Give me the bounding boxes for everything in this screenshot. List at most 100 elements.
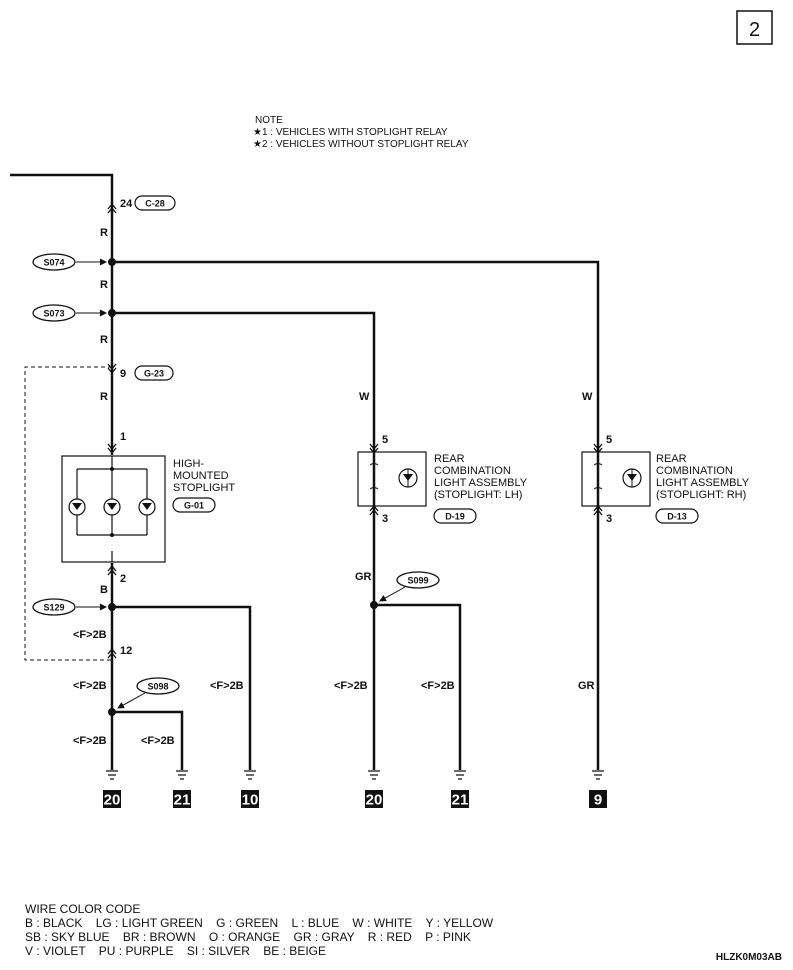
ground-2: 10: [241, 770, 259, 809]
rcl-lh-code: D-19: [445, 512, 465, 522]
note-line-1: ★1 : VEHICLES WITH STOPLIGHT RELAY: [253, 127, 448, 138]
optional-wire-dashed: [24, 366, 112, 661]
d13-pin-out: 3: [606, 513, 612, 525]
ground-0: 20: [103, 770, 121, 809]
wcc-row-1: B : BLACK LG : LIGHT GREEN G : GREEN L :…: [25, 916, 494, 930]
splice-dots: [108, 258, 378, 716]
g01-pin-out: 2: [120, 573, 126, 585]
page-number: 2: [749, 19, 760, 41]
wire-label-gr-rh: GR: [578, 680, 595, 692]
rear-combination-light-rh: REAR COMBINATION LIGHT ASSEMBLY (STOPLIG…: [581, 451, 750, 524]
wcc-row-2: SB : SKY BLUE BR : BROWN O : ORANGE GR :…: [25, 930, 471, 944]
ground-4: 21: [451, 770, 469, 809]
c28-pin: 24: [120, 198, 133, 210]
connector-g23-badge: G-23: [134, 365, 174, 381]
wire-color-labels: R R R R B W W GR GR <F>2B <F>2B <F>2B <F…: [73, 227, 595, 747]
ground-symbol-icon: [244, 770, 256, 780]
wire-label-f2b-6: <F>2B: [334, 680, 368, 692]
wire-label-f2b-5: <F>2B: [210, 680, 244, 692]
rcl-rh-label-1: REAR: [656, 453, 687, 465]
rcl-rh-label-2: COMBINATION: [656, 465, 733, 477]
wire-s098-g21: [112, 710, 184, 770]
hms-label-1: HIGH-: [173, 458, 205, 470]
ground-number: 10: [242, 792, 259, 809]
wires: [10, 173, 600, 770]
connector-chevrons: [107, 202, 603, 659]
note-title: NOTE: [255, 115, 283, 126]
wire-label-r-4: R: [100, 391, 108, 403]
ground-symbol-icon: [592, 770, 604, 780]
rcl-rh-label-3: LIGHT ASSEMBLY: [656, 477, 750, 489]
ground-number: 21: [174, 792, 191, 809]
d19-pin-in: 5: [382, 434, 388, 446]
wcc-title: WIRE COLOR CODE: [25, 902, 140, 916]
ground-5: 9: [589, 770, 607, 809]
ground-number: 9: [594, 792, 602, 809]
rcl-rh-code: D-13: [667, 512, 687, 522]
wire-s073-lh: [112, 311, 376, 455]
wire-label-r-3: R: [100, 334, 108, 346]
note-line-2: ★2 : VEHICLES WITHOUT STOPLIGHT RELAY: [253, 139, 469, 150]
g23-pin: 9: [120, 368, 126, 380]
note: NOTE ★1 : VEHICLES WITH STOPLIGHT RELAY …: [253, 115, 469, 150]
connector-c28-badge: C-28: [134, 195, 176, 211]
svg-text:S129: S129: [43, 603, 64, 613]
wire-label-f2b-4: <F>2B: [141, 735, 175, 747]
d19-pin-out: 3: [382, 513, 388, 525]
wire-color-code: WIRE COLOR CODE B : BLACK LG : LIGHT GRE…: [25, 902, 494, 958]
hms-code: G-01: [184, 501, 204, 511]
rcl-lh-label-1: REAR: [434, 453, 465, 465]
ground-number: 20: [104, 792, 121, 809]
rcl-rh-label-4: (STOPLIGHT: RH): [656, 489, 746, 501]
wire-label-f2b-7: <F>2B: [421, 680, 455, 692]
svg-text:S074: S074: [43, 258, 64, 268]
svg-text:S098: S098: [147, 682, 168, 692]
d13-pin-in: 5: [606, 434, 612, 446]
wire-s099-g21: [374, 603, 462, 770]
svg-text:C-28: C-28: [145, 199, 165, 209]
ground-3: 20: [365, 770, 383, 809]
hms-label-2: MOUNTED: [173, 470, 229, 482]
splice-s129: S129: [32, 598, 107, 616]
wire-label-b: B: [100, 584, 108, 596]
ground-number: 21: [452, 792, 469, 809]
rcl-lh-label-4: (STOPLIGHT: LH): [434, 489, 522, 501]
svg-text:S099: S099: [407, 576, 428, 586]
wire-s074-rh: [112, 260, 600, 455]
high-mounted-stoplight: HIGH- MOUNTED STOPLIGHT G-01: [61, 455, 235, 563]
wire-label-f2b-2: <F>2B: [73, 680, 107, 692]
ground-symbol-icon: [368, 770, 380, 780]
diagram-id: HLZK0M03AB: [716, 952, 782, 963]
wire-label-f2b-3: <F>2B: [73, 735, 107, 747]
wire-label-r-2: R: [100, 279, 108, 291]
ground-number: 20: [366, 792, 383, 809]
wcc-row-3: V : VIOLET PU : PURPLE SI : SILVER BE : …: [25, 944, 326, 958]
rcl-lh-label-2: COMBINATION: [434, 465, 511, 477]
splice-s098: S098: [117, 677, 180, 709]
splice-s074: S074: [32, 253, 107, 271]
ground-symbol-icon: [106, 770, 118, 780]
ground-symbol-icon: [454, 770, 466, 780]
hms-label-3: STOPLIGHT: [173, 482, 235, 494]
svg-text:G-23: G-23: [144, 369, 164, 379]
wire-s129-g10: [112, 605, 252, 770]
svg-text:S073: S073: [43, 309, 64, 319]
wire-label-w-rh: W: [582, 391, 593, 403]
rcl-lh-label-3: LIGHT ASSEMBLY: [434, 477, 528, 489]
wire-label-w-lh: W: [359, 391, 370, 403]
ground-1: 21: [173, 770, 191, 809]
splice-s073: S073: [32, 304, 107, 322]
wire-label-gr-lh: GR: [355, 571, 372, 583]
ground-symbol-icon: [176, 770, 188, 780]
splice-s099: S099: [379, 571, 440, 602]
g01-pin-in: 1: [120, 431, 126, 443]
wire-label-r-1: R: [100, 227, 108, 239]
led-triangles: [72, 503, 152, 510]
rear-combination-light-lh: REAR COMBINATION LIGHT ASSEMBLY (STOPLIG…: [357, 451, 528, 524]
wire-main-feed: [10, 173, 114, 455]
page-number-box: 2: [736, 10, 773, 45]
joint-pin-12: 12: [120, 645, 132, 657]
wire-label-f2b-1: <F>2B: [73, 629, 107, 641]
